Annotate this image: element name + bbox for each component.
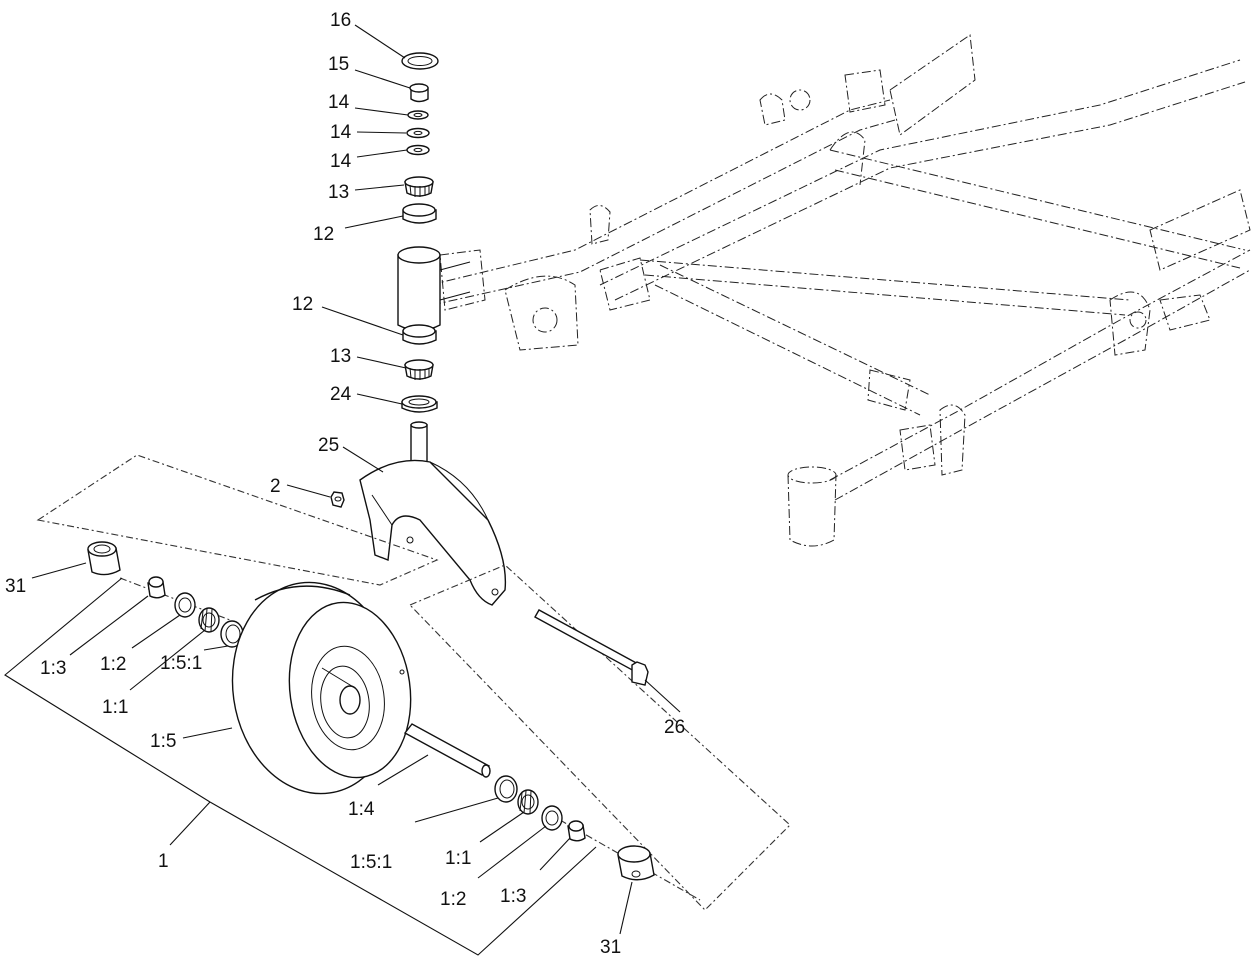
seal-24 (401, 395, 438, 413)
callout-14-a: 14 (328, 92, 350, 113)
callout-25: 25 (318, 435, 339, 456)
leader-lines (31, 24, 681, 935)
callout-2: 2 (270, 476, 281, 497)
callout-12-a: 12 (313, 224, 334, 245)
callout-1-5-1-right: 1:5:1 (350, 852, 392, 873)
callout-1-4-axle: 1:4 (348, 799, 375, 820)
callout-26: 26 (664, 717, 685, 738)
cup-1-5-1-right (494, 775, 518, 803)
caster-pivot-tube (397, 246, 471, 332)
caster-fork-25 (359, 421, 507, 606)
spacer-31-left (87, 541, 121, 576)
wheel-tire-1-5 (231, 581, 412, 795)
callout-13-a: 13 (328, 182, 349, 203)
callout-1-1-left: 1:1 (102, 697, 128, 718)
nut-15 (409, 83, 429, 103)
callout-31-right: 31 (600, 937, 621, 958)
axle-1-4 (403, 723, 491, 778)
seal-1-2-left (174, 592, 196, 618)
washer-14-top (407, 110, 429, 120)
assembly-1-bracket (4, 577, 597, 956)
callout-12-b: 12 (292, 294, 313, 315)
spacer-1-3-right (567, 820, 586, 842)
dust-cap-16 (401, 52, 439, 70)
callout-1-5-1-left: 1:5:1 (160, 653, 202, 674)
callout-1-assembly: 1 (158, 851, 169, 872)
callout-1-2-right: 1:2 (440, 889, 466, 910)
callout-24: 24 (330, 384, 352, 405)
callout-15: 15 (328, 54, 349, 75)
seal-1-2-right (541, 805, 563, 831)
callout-13-b: 13 (330, 346, 351, 367)
callout-1-1-right: 1:1 (445, 848, 471, 869)
callout-1-3-right: 1:3 (500, 886, 526, 907)
spacer-31-right (617, 845, 655, 881)
bearing-13-lower (404, 359, 434, 380)
bearing-13-upper (404, 176, 434, 197)
nut-2 (330, 491, 345, 508)
callout-14-b: 14 (330, 122, 352, 143)
mower-frame-phantom (429, 34, 1251, 547)
bearing-cup-12-upper (402, 203, 437, 224)
callout-1-2-left: 1:2 (100, 654, 126, 675)
callout-16: 16 (330, 10, 351, 31)
callout-1-3-left: 1:3 (40, 658, 66, 679)
callout-14-c: 14 (330, 151, 352, 172)
bearing-1-1-left (198, 607, 220, 633)
spacer-1-3-left (147, 576, 166, 599)
bearing-1-1-right (517, 789, 539, 815)
callout-31-left: 31 (5, 576, 26, 597)
bolt-26 (534, 609, 649, 686)
callout-1-5-wheel: 1:5 (150, 731, 176, 752)
wheel-assembly-phantom-frame (36, 454, 791, 911)
washer-14-bottom (406, 144, 430, 156)
callout-labels: 16 15 14 14 14 13 12 12 13 24 25 2 31 1:… (5, 10, 685, 958)
washer-14-middle (406, 127, 430, 139)
bearing-cup-12-lower (402, 324, 437, 345)
